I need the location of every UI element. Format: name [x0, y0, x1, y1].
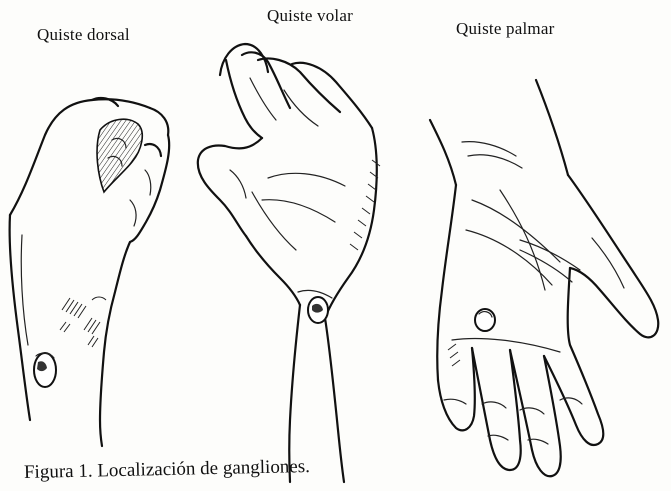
dorsal-hand-drawing — [10, 98, 170, 446]
dorsal-cyst-mark — [34, 353, 56, 387]
palmar-cyst-mark — [475, 309, 495, 331]
palmar-hand-drawing — [430, 80, 658, 476]
volar-hand-drawing — [198, 44, 380, 482]
